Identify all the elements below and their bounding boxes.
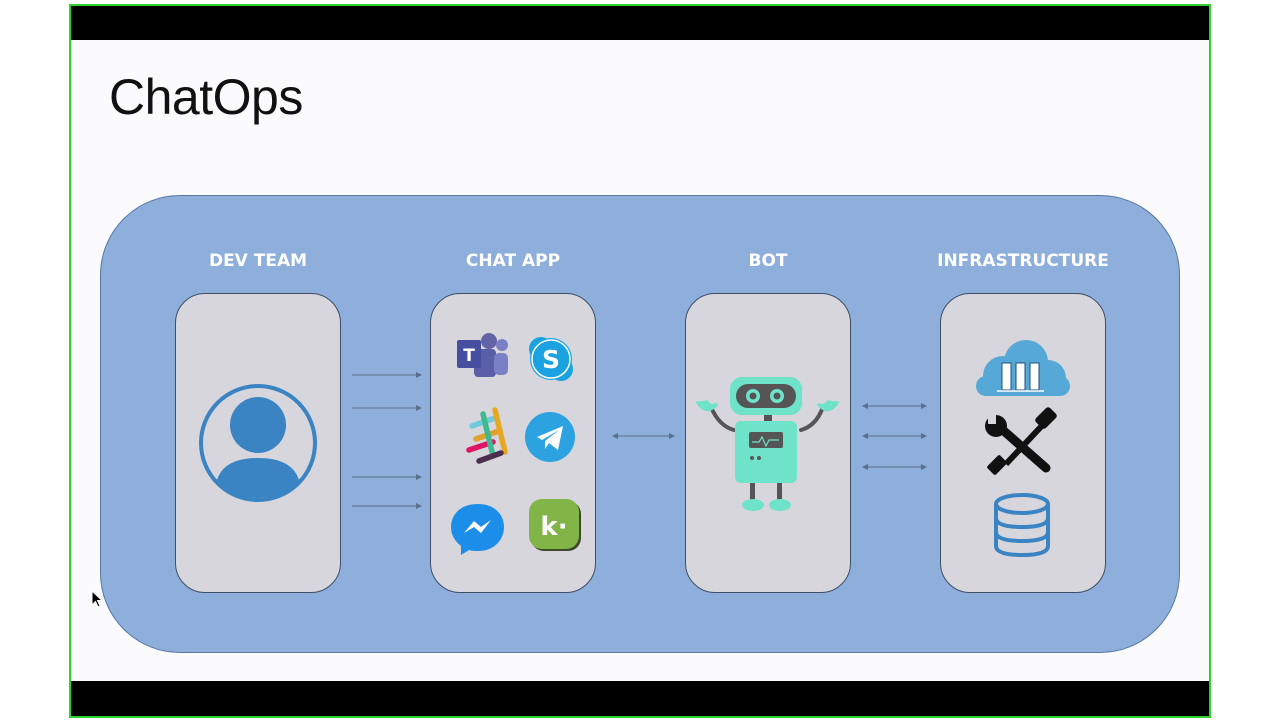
arrows-bot-infra — [862, 403, 927, 470]
arrows-dev-to-chat — [352, 372, 422, 509]
skype-icon: S — [529, 337, 573, 381]
database-icon — [994, 493, 1050, 558]
cloud-server-icon — [976, 340, 1070, 396]
kik-letter: k· — [540, 512, 567, 542]
top-letterbox-bar — [71, 6, 1209, 40]
skype-letter: S — [542, 345, 560, 374]
tools-icon — [985, 407, 1057, 475]
column-label-infrastructure: INFRASTRUCTURE — [937, 251, 1109, 271]
slide-frame: ChatOps DEV TEAM CHAT APP BOT INFRASTRUC… — [69, 4, 1211, 718]
microsoft-teams-icon: T — [457, 333, 508, 377]
slack-icon — [466, 407, 508, 464]
diagram-overlay: T S — [199, 333, 1070, 558]
teams-letter: T — [463, 346, 475, 366]
column-label-dev-team: DEV TEAM — [208, 251, 308, 271]
kik-icon: k· — [529, 499, 581, 551]
mouse-cursor-icon — [91, 590, 104, 608]
slide-title: ChatOps — [109, 69, 303, 125]
telegram-icon — [525, 412, 575, 462]
user-avatar-icon — [199, 384, 317, 502]
messenger-icon — [451, 504, 504, 555]
robot-icon — [695, 377, 840, 511]
column-label-chat-app: CHAT APP — [465, 251, 561, 271]
column-label-bot: BOT — [748, 251, 788, 271]
bottom-letterbox-bar — [71, 681, 1209, 716]
